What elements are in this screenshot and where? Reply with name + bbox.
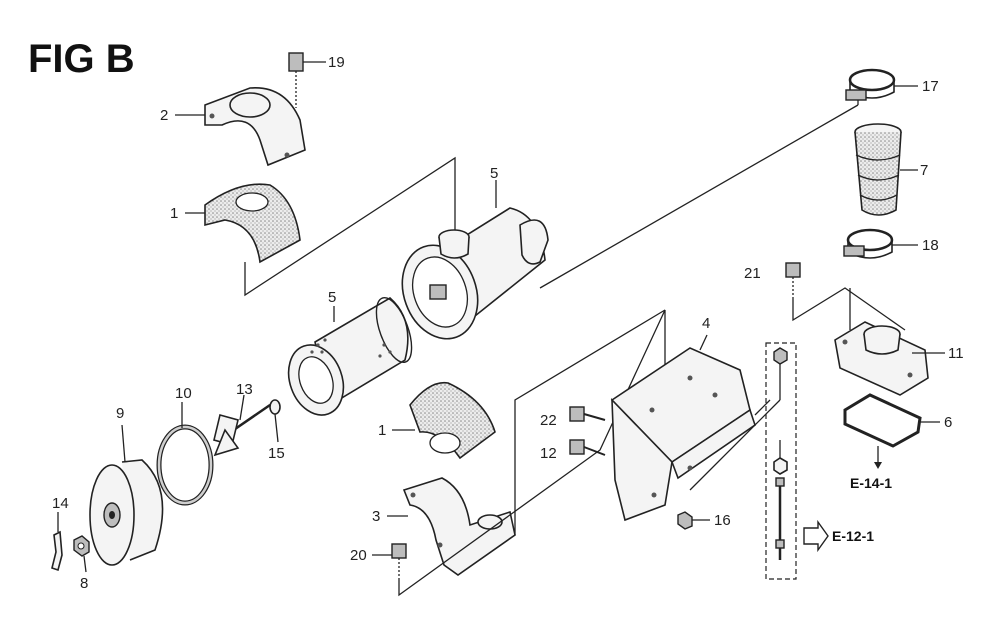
- callout-17: 16: [714, 512, 731, 529]
- part-13-bolt: [569, 439, 606, 456]
- callout-3: 3: [372, 508, 380, 525]
- leader-line-5: [539, 104, 859, 289]
- callout-12: 11: [948, 345, 964, 362]
- part-3-lower-bracket: [387, 477, 516, 576]
- reference-e12: E-12-1: [832, 528, 874, 544]
- reference-e14: E-14-1: [850, 475, 892, 491]
- callout-21: 20: [350, 547, 367, 564]
- part-6-mount-bracket: [610, 334, 756, 522]
- part-15-clip: [51, 512, 63, 572]
- leader-bracket-3: [514, 309, 666, 535]
- callout-2: 2: [160, 107, 168, 124]
- callout-19: 18: [922, 237, 939, 254]
- stud-detail-box: [689, 342, 797, 580]
- leader-bracket-1: [244, 156, 456, 297]
- callout-6: 4: [702, 315, 710, 332]
- callout-8: 9: [116, 405, 124, 422]
- part-19-clamp: [843, 228, 918, 259]
- callout-1-upper: 1: [170, 205, 178, 222]
- part-1-lower-foam: [392, 381, 496, 460]
- part-11-gasket: [156, 402, 214, 506]
- part-8-cover: [89, 424, 164, 566]
- part-18-clamp: [845, 68, 918, 101]
- leader-bracket-2: [398, 309, 666, 597]
- callout-7: 6: [944, 414, 952, 431]
- callout-18: 17: [922, 78, 939, 95]
- callout-22: 21: [744, 265, 761, 282]
- callout-5: 5: [490, 165, 498, 182]
- part-16-washer: [269, 399, 281, 443]
- callout-1-lower: 1: [378, 422, 386, 439]
- callout-16: 15: [268, 445, 285, 462]
- callout-20: 19: [328, 54, 345, 71]
- part-17-nut: [677, 511, 710, 530]
- part-20-bolt: [288, 52, 326, 108]
- figure-title: FIG B: [28, 37, 135, 81]
- part-4-filter-element: [287, 296, 413, 416]
- part-7-gasket: [843, 393, 940, 469]
- callout-11: 10: [175, 385, 192, 402]
- callout-9: 8: [80, 575, 88, 592]
- reference-arrow-e12: [803, 519, 829, 553]
- part-22-bolt: [785, 262, 906, 331]
- part-14-wing-bolt: [213, 394, 271, 457]
- part-1-upper-foam: [185, 183, 301, 264]
- callout-4: 5: [328, 289, 336, 306]
- part-12-elbow-base: [834, 321, 945, 396]
- callout-14: 13: [236, 381, 253, 398]
- part-21-bolt: [372, 543, 407, 580]
- callout-15: 14: [52, 495, 69, 512]
- callout-23: 22: [540, 412, 557, 429]
- callout-10: 7: [920, 162, 928, 179]
- part-9-nut: [73, 535, 90, 573]
- part-2-upper-bracket: [175, 87, 306, 167]
- callout-13: 12: [540, 445, 557, 462]
- part-23-bolt: [569, 406, 606, 422]
- part-5-air-cleaner-case: [401, 180, 549, 340]
- part-10-tube: [854, 123, 918, 216]
